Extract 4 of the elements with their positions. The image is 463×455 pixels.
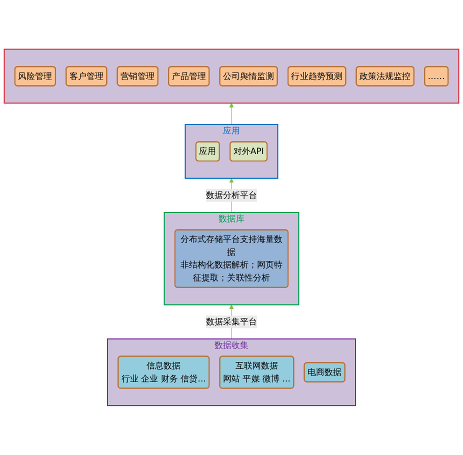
edge-label: 数据分析平台 — [206, 190, 258, 200]
edge-label: 数据采集平台 — [206, 316, 258, 327]
arrow — [229, 103, 234, 125]
cluster — [4, 48, 460, 104]
